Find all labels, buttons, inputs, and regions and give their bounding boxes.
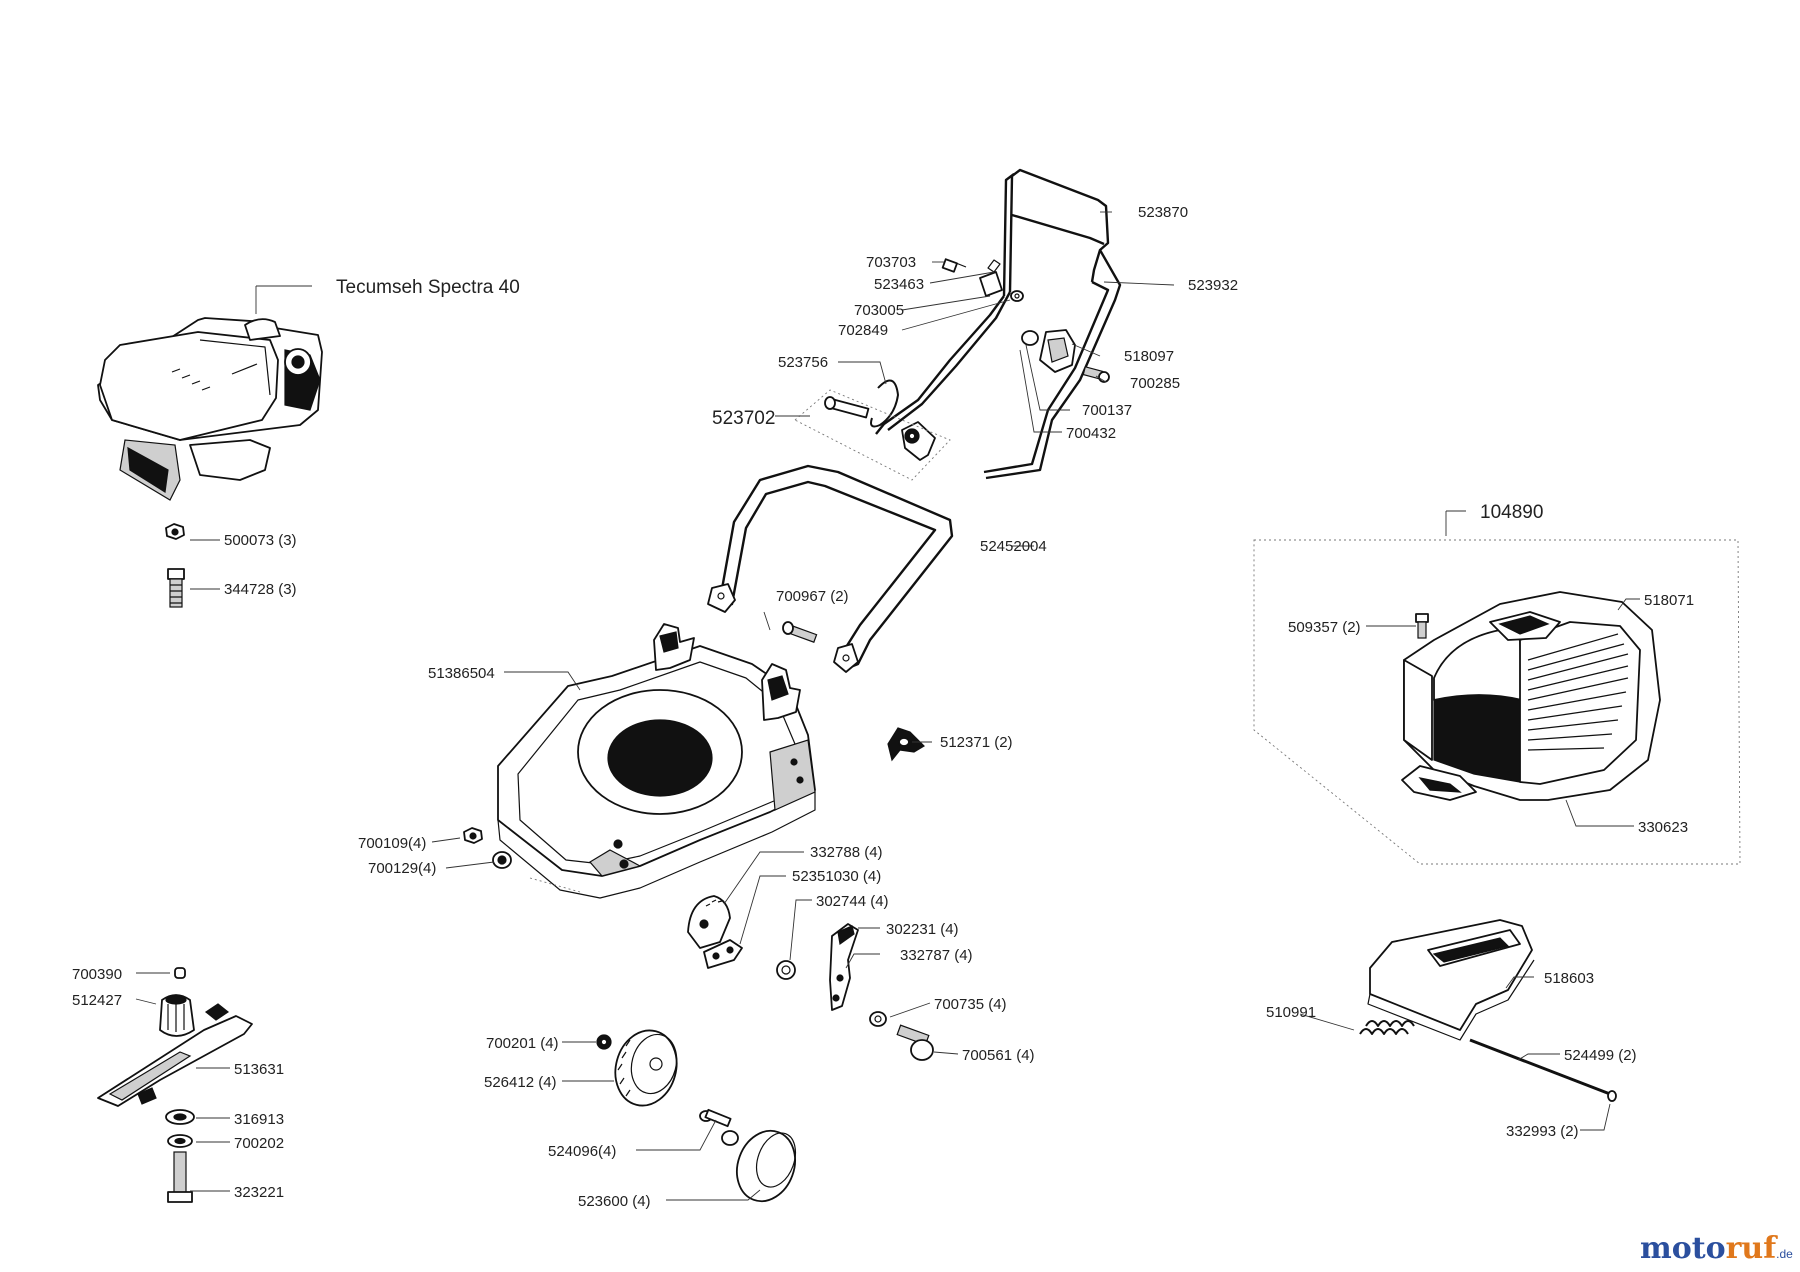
label-316913: 316913 <box>234 1111 284 1128</box>
spring-510991 <box>1359 1020 1415 1035</box>
label-703005: 703005 <box>854 302 904 319</box>
label-51386504: 51386504 <box>428 665 495 682</box>
axle-bolt-700561 <box>896 1024 934 1061</box>
bushing-302744 <box>776 960 796 980</box>
label-700432: 700432 <box>1066 425 1116 442</box>
brand-watermark: motoruf.de <box>1640 1231 1793 1266</box>
label-700109: 700109(4) <box>358 835 426 852</box>
lower-handle-illustration <box>707 464 954 673</box>
watermark-brand-a: moto <box>1640 1231 1726 1266</box>
label-523932: 523932 <box>1188 277 1238 294</box>
grassbox-illustration <box>1401 591 1661 801</box>
watermark-domain: .de <box>1776 1247 1793 1261</box>
part-labels: Tecumseh Spectra 40 500073 (3) 344728 (3… <box>72 204 1694 1210</box>
label-700201: 700201 (4) <box>486 1035 559 1052</box>
rod-524499 <box>1469 1038 1617 1102</box>
label-700390: 700390 <box>72 966 122 983</box>
label-700137: 700137 <box>1082 402 1132 419</box>
nut-700201 <box>596 1034 612 1050</box>
label-700129: 700129(4) <box>368 860 436 877</box>
clip-523756 <box>870 379 899 428</box>
washer-316913 <box>165 1109 195 1125</box>
adapter-512427 <box>159 994 195 1037</box>
bolt-kit-523702 <box>794 389 951 481</box>
svg-text:motoruf.de: motoruf.de <box>1640 1231 1793 1266</box>
kit-label-104890: 104890 <box>1480 502 1543 523</box>
label-700967: 700967 (2) <box>776 588 849 605</box>
label-523600: 523600 (4) <box>578 1193 651 1210</box>
label-512371: 512371 (2) <box>940 734 1013 751</box>
leader-lines <box>135 211 1640 1201</box>
nut-700109 <box>463 827 483 844</box>
brake-lever-518097 <box>1021 329 1076 373</box>
label-509357: 509357 (2) <box>1288 619 1361 636</box>
label-524499: 524499 (2) <box>1564 1047 1637 1064</box>
label-332993: 332993 (2) <box>1506 1123 1579 1140</box>
grassbox-cover-518603 <box>1367 919 1535 1041</box>
label-513631: 513631 <box>234 1061 284 1078</box>
label-518071: 518071 <box>1644 592 1694 609</box>
label-512427: 512427 <box>72 992 122 1009</box>
hubcap-523600 <box>736 1129 797 1203</box>
label-523870: 523870 <box>1138 204 1188 221</box>
watermark-brand-b: ruf <box>1726 1231 1779 1266</box>
lever-332787 <box>829 923 859 1011</box>
bolt-323221 <box>167 1151 193 1203</box>
label-700735: 700735 (4) <box>934 996 1007 1013</box>
axle-524096 <box>699 1108 739 1146</box>
engine-label: Tecumseh Spectra 40 <box>336 277 520 298</box>
knob-512371 <box>887 727 925 762</box>
label-332788: 332788 (4) <box>810 844 883 861</box>
screw-700390 <box>174 967 186 979</box>
engine-bolt-344728 <box>167 568 185 608</box>
engine-nut-500073 <box>165 523 185 540</box>
cable-guide-703703 <box>941 258 967 273</box>
engine-illustration <box>97 317 323 501</box>
washer-700202 <box>167 1134 193 1148</box>
label-523463: 523463 <box>874 276 924 293</box>
label-700202: 700202 <box>234 1135 284 1152</box>
upper-handle-illustration <box>875 168 1122 480</box>
label-702849: 702849 <box>838 322 888 339</box>
label-344728: 344728 (3) <box>224 581 297 598</box>
label-302744: 302744 (4) <box>816 893 889 910</box>
label-330623: 330623 <box>1638 819 1688 836</box>
label-700561: 700561 (4) <box>962 1047 1035 1064</box>
label-518603: 518603 <box>1544 970 1594 987</box>
mower-deck-illustration <box>497 623 816 899</box>
screw-700285 <box>1082 366 1110 383</box>
label-323221: 323221 <box>234 1184 284 1201</box>
kit-label-523702: 523702 <box>712 408 775 429</box>
label-52351030: 52351030 (4) <box>792 868 881 885</box>
label-518097: 518097 <box>1124 348 1174 365</box>
label-524096: 524096(4) <box>548 1143 616 1160</box>
label-302231: 302231 (4) <box>886 921 959 938</box>
label-332787: 332787 (4) <box>900 947 973 964</box>
blade-513631 <box>97 1003 253 1107</box>
bracket-52351030 <box>703 939 743 969</box>
label-52452004: 52452004 <box>980 538 1047 555</box>
screw-509357 <box>1415 613 1429 639</box>
washer-702849 <box>1010 290 1024 302</box>
label-700285: 700285 <box>1130 375 1180 392</box>
label-510991: 510991 <box>1266 1004 1316 1021</box>
label-523756: 523756 <box>778 354 828 371</box>
spacer-700735 <box>869 1011 887 1027</box>
bolt-700967 <box>782 621 818 643</box>
label-526412: 526412 (4) <box>484 1074 557 1091</box>
label-703703: 703703 <box>866 254 916 271</box>
spacer-700129 <box>492 851 512 869</box>
wheel-526412 <box>614 1029 678 1107</box>
height-adjuster-332788 <box>687 895 731 949</box>
label-500073: 500073 (3) <box>224 532 297 549</box>
